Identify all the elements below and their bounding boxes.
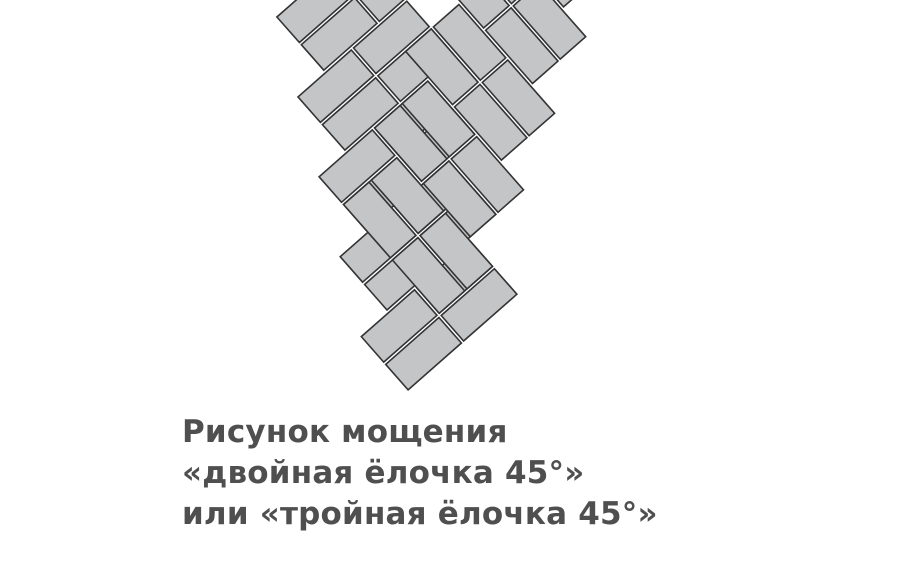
paving-tile [391, 236, 466, 315]
paving-tile [556, 0, 573, 9]
paving-tile [481, 58, 556, 137]
paving-tile [359, 0, 405, 23]
tile-group [275, 0, 587, 392]
paving-pattern [275, 0, 587, 392]
caption-line-3: или «тройная ёлочка 45°» [182, 496, 658, 532]
paving-tile [342, 180, 418, 259]
paving-tile [321, 76, 400, 152]
paving-tile [401, 79, 476, 158]
paving-tile [432, 3, 507, 82]
paving-tile [300, 0, 379, 72]
paving-tile [418, 212, 494, 291]
paving-tile [450, 135, 525, 214]
paving-tile [352, 0, 431, 75]
paving-tile [360, 288, 439, 364]
paving-tile [440, 267, 519, 343]
paving-tile [457, 0, 511, 30]
paving-tile [317, 128, 396, 204]
caption-line-1: Рисунок мощения [182, 414, 508, 450]
paving-tile [404, 27, 480, 106]
caption-line-2: «двойная ёлочка 45°» [182, 455, 585, 491]
paving-tile [296, 48, 375, 124]
paving-tile [484, 6, 560, 85]
paving-tile [384, 316, 463, 392]
paving-tile [370, 156, 445, 235]
paving-tile [373, 104, 449, 183]
paving-tile [275, 0, 349, 44]
caption: Рисунок мощения «двойная ёлочка 45°» или… [182, 412, 658, 535]
paving-tile [512, 0, 587, 61]
paving-tile [453, 83, 529, 162]
paving-tile [422, 159, 497, 238]
paving-tile [507, 0, 517, 5]
